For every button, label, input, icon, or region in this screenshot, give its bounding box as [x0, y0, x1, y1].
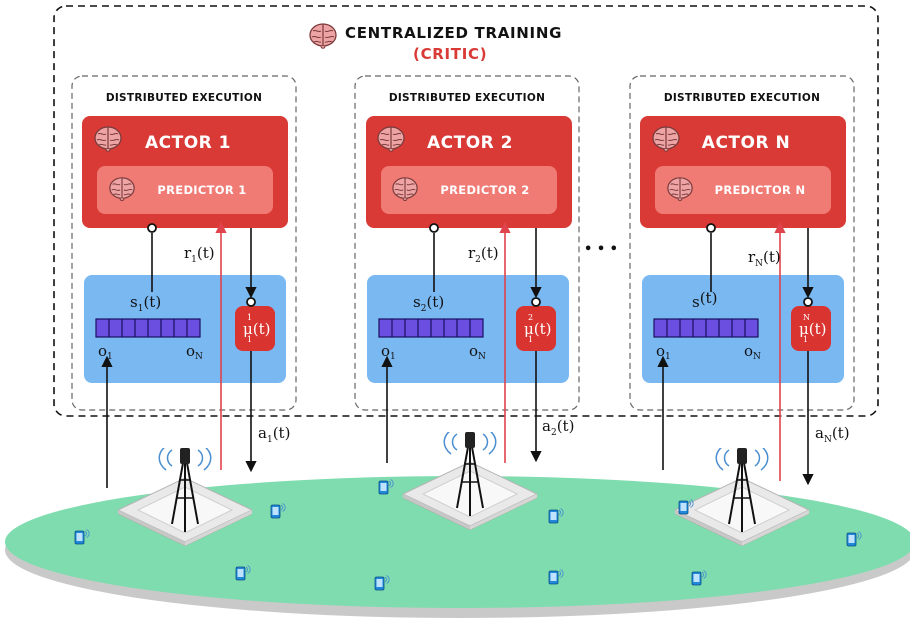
mu-input-port — [803, 297, 813, 307]
mu-box — [235, 306, 275, 351]
reward-label: r1(t) — [184, 244, 215, 265]
mu-label: μ(t) — [243, 320, 270, 338]
distributed-execution-label: DISTRIBUTED EXECUTION — [664, 92, 820, 104]
reward-label: r2(t) — [468, 244, 499, 265]
mu-subscript: 1 — [528, 335, 533, 344]
predictor-title: PREDICTOR N — [715, 183, 806, 197]
distributed-execution-frame — [354, 75, 580, 411]
state-label: s1(t) — [130, 293, 161, 314]
reward-label: rN(t) — [748, 248, 781, 269]
centralized-training-title: CENTRALIZED TRAINING — [345, 24, 562, 42]
agent-n: DISTRIBUTED EXECUTION ACTOR N PREDICTOR … — [629, 75, 855, 486]
mu-subscript: 1 — [803, 335, 808, 344]
actor-title: ACTOR N — [702, 133, 790, 153]
actor-title: ACTOR 2 — [427, 133, 513, 153]
mu-box — [516, 306, 556, 351]
predictor-title: PREDICTOR 1 — [157, 183, 246, 197]
mu-input-port — [246, 297, 256, 307]
distributed-execution-label: DISTRIBUTED EXECUTION — [106, 92, 262, 104]
mu-label: μ(t) — [799, 320, 826, 338]
action-label: a2(t) — [542, 417, 574, 438]
observation-buffer — [378, 318, 484, 338]
action-label: aN(t) — [815, 424, 850, 445]
distributed-execution-frame — [629, 75, 855, 411]
actor-title: ACTOR 1 — [145, 133, 231, 153]
action-label: a1(t) — [258, 424, 290, 445]
obs-last-label: oN — [186, 342, 203, 362]
actor-input-port — [429, 223, 439, 233]
predictor-box — [655, 166, 831, 214]
mu-superscript: 2 — [528, 313, 533, 322]
state-label: s2(t) — [413, 293, 444, 314]
observation-buffer — [653, 318, 759, 338]
distributed-execution-label: DISTRIBUTED EXECUTION — [389, 92, 545, 104]
critic-brain-icon — [309, 23, 337, 49]
mu-subscript: 1 — [247, 335, 252, 344]
mu-input-port — [531, 297, 541, 307]
obs-first-label: o1 — [381, 342, 396, 362]
predictor-box — [97, 166, 273, 214]
predictor-box — [381, 166, 557, 214]
agent-1: DISTRIBUTED EXECUTION ACTOR 1 PREDICTOR … — [71, 75, 297, 488]
observation-buffer — [95, 318, 201, 338]
state-label: s(t) — [692, 289, 717, 311]
distributed-execution-frame — [71, 75, 297, 411]
predictor-title: PREDICTOR 2 — [440, 183, 529, 197]
agent-2: DISTRIBUTED EXECUTION ACTOR 2 PREDICTOR … — [354, 75, 580, 463]
actor-input-port — [706, 223, 716, 233]
mu-superscript: 1 — [247, 313, 252, 322]
obs-last-label: oN — [469, 342, 486, 362]
mu-box — [791, 306, 831, 351]
critic-label: (CRITIC) — [413, 45, 487, 63]
agents-ellipsis: • • • — [584, 242, 618, 257]
mu-label: μ(t) — [524, 320, 551, 338]
obs-last-label: oN — [744, 342, 761, 362]
mu-superscript: N — [803, 313, 810, 322]
centralized-training-frame — [53, 5, 879, 417]
actor-input-port — [147, 223, 157, 233]
